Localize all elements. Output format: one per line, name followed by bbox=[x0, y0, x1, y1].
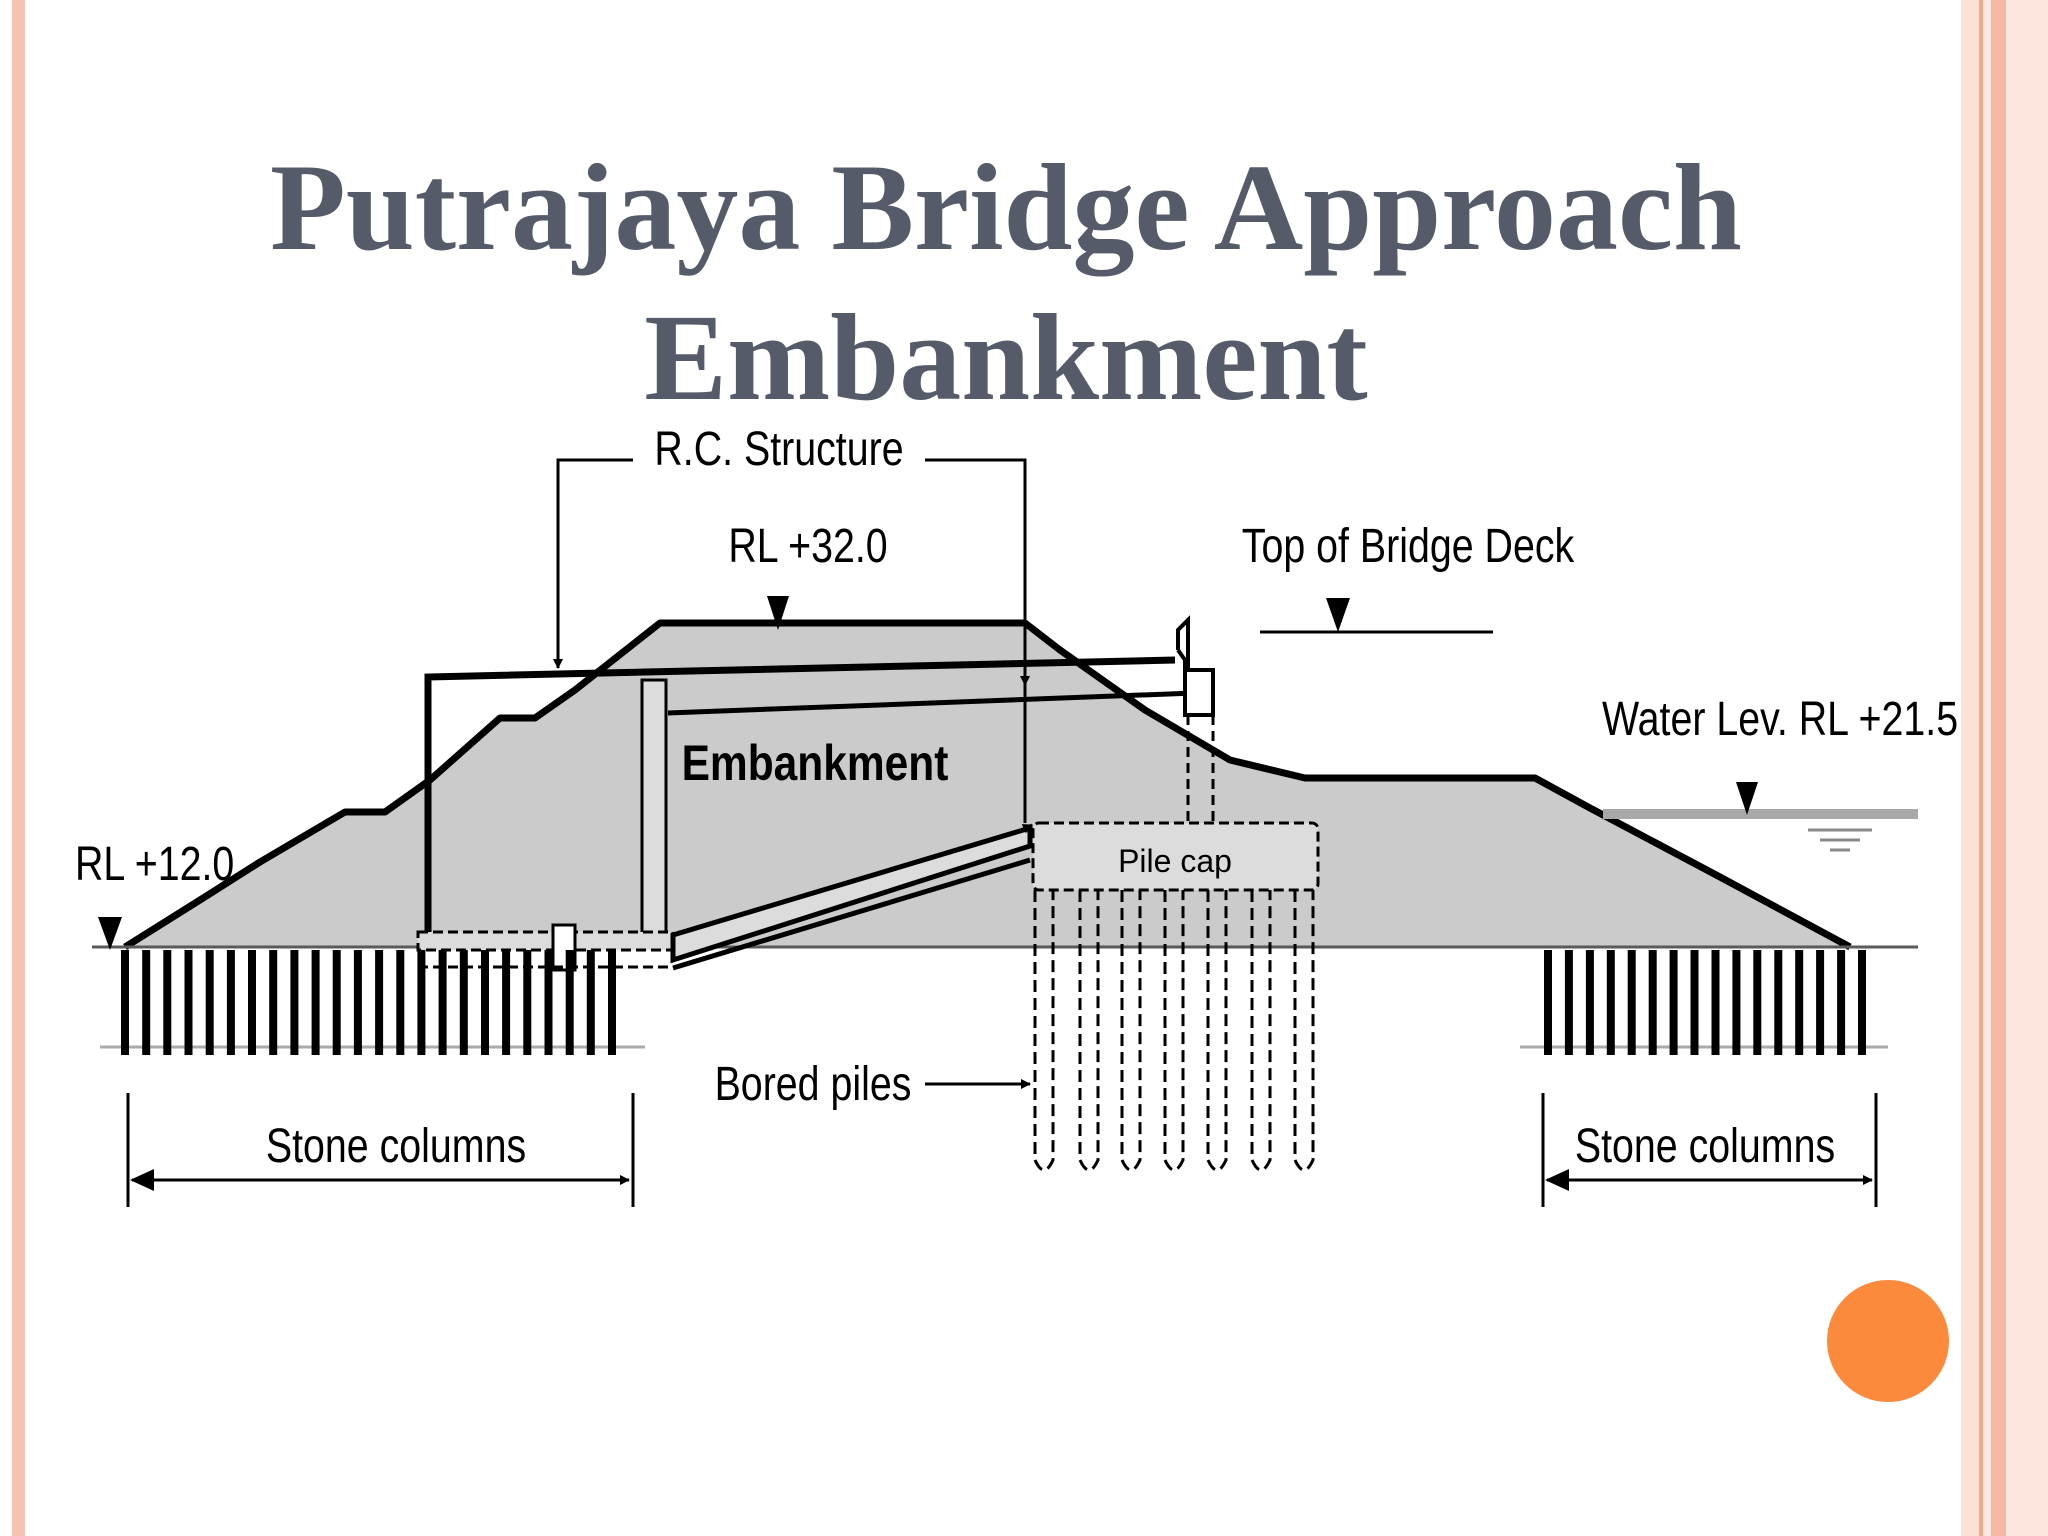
stone-column bbox=[163, 950, 172, 1055]
bridge-deck-marker bbox=[1326, 598, 1350, 632]
stone-column bbox=[332, 950, 341, 1055]
stone-column bbox=[1627, 950, 1636, 1055]
stone-column bbox=[502, 950, 511, 1055]
rc-structure-inner-line bbox=[667, 690, 1196, 716]
stone-column bbox=[523, 950, 532, 1055]
stone-column bbox=[586, 950, 595, 1055]
rc-structure-base bbox=[416, 930, 675, 952]
stone-column bbox=[375, 950, 384, 1055]
stone-columns-left-label: Stone columns bbox=[266, 1119, 526, 1173]
stone-column bbox=[1795, 950, 1804, 1055]
stone-column bbox=[1669, 950, 1678, 1055]
stone-column bbox=[1711, 950, 1720, 1055]
stone-column bbox=[1544, 950, 1552, 1055]
stone-columns-right-group bbox=[1544, 950, 1866, 1055]
rl-top-marker bbox=[767, 596, 789, 630]
stone-column bbox=[1858, 950, 1866, 1055]
stone-column bbox=[205, 950, 214, 1055]
bridge-deck-label: Top of Bridge Deck bbox=[1242, 519, 1574, 573]
stone-column bbox=[353, 950, 362, 1055]
bored-pile bbox=[1206, 890, 1228, 1172]
embankment-label: Embankment bbox=[682, 735, 949, 791]
approach-slab-lower-line bbox=[672, 857, 1031, 971]
bored-piles-group bbox=[1033, 890, 1315, 1172]
stone-column bbox=[608, 950, 616, 1055]
stone-column bbox=[481, 950, 489, 1055]
bored-pile bbox=[1250, 890, 1272, 1172]
stone-column bbox=[269, 950, 278, 1055]
stone-column bbox=[184, 950, 193, 1055]
rl-top-label: RL +32.0 bbox=[728, 519, 887, 573]
rc-structure-leader-left bbox=[553, 458, 633, 669]
pile-cap-label: Pile cap bbox=[1118, 843, 1232, 879]
stone-column bbox=[142, 950, 151, 1055]
stone-column bbox=[121, 950, 129, 1055]
slide-border-right bbox=[1961, 0, 1979, 1536]
stone-column bbox=[290, 950, 299, 1055]
stone-column bbox=[1837, 950, 1846, 1055]
approach-slab bbox=[670, 824, 1033, 964]
bored-pile bbox=[1163, 890, 1185, 1172]
stone-columns-right-arrow bbox=[1545, 1169, 1569, 1191]
stone-column bbox=[1690, 950, 1699, 1055]
rc-structure-top-slab bbox=[424, 656, 1176, 932]
slide-border-right-stripe bbox=[1991, 0, 2006, 1536]
stone-column bbox=[311, 950, 320, 1055]
stone-column bbox=[417, 950, 426, 1055]
accent-dot bbox=[1827, 1280, 1949, 1402]
water-level-marker bbox=[1736, 782, 1758, 815]
stone-column bbox=[565, 950, 574, 1055]
slide-title: Putrajaya Bridge Approach Embankment bbox=[0, 133, 2012, 433]
stone-columns-left-group bbox=[121, 950, 616, 1055]
stone-column bbox=[226, 950, 235, 1055]
pile-cap bbox=[1031, 821, 1320, 892]
slide-title-line-1: Putrajaya Bridge Approach bbox=[270, 139, 1742, 277]
bored-pile bbox=[1033, 890, 1055, 1172]
bored-pile bbox=[1293, 890, 1315, 1172]
slide-title-line-2: Embankment bbox=[644, 289, 1368, 427]
rl-left-label: RL +12.0 bbox=[75, 837, 234, 891]
bored-piles-label: Bored piles bbox=[715, 1057, 912, 1111]
stone-column bbox=[1753, 950, 1762, 1055]
stone-column bbox=[438, 950, 447, 1055]
stone-column bbox=[459, 950, 468, 1055]
embankment-fill bbox=[125, 623, 1850, 947]
embankment-outline bbox=[123, 619, 1852, 951]
stone-column bbox=[1732, 950, 1741, 1055]
abutment-wall bbox=[1176, 615, 1215, 717]
rc-structure-leader-right bbox=[925, 458, 1030, 686]
rc-structure-column bbox=[640, 678, 668, 937]
stone-column bbox=[248, 950, 256, 1055]
stone-column bbox=[1564, 950, 1573, 1055]
stone-column bbox=[1816, 950, 1825, 1055]
slide-border-right-line bbox=[1979, 0, 1983, 1536]
water-level-label: Water Lev. RL +21.5 bbox=[1602, 692, 1958, 746]
stone-columns-right-label: Stone columns bbox=[1575, 1119, 1835, 1173]
pile-cap-arrow bbox=[1009, 823, 1033, 837]
stone-column bbox=[1606, 950, 1615, 1055]
stone-column bbox=[1585, 950, 1594, 1055]
bored-pile bbox=[1078, 890, 1100, 1172]
stone-column bbox=[1774, 950, 1783, 1055]
slide-border-right-edge bbox=[2006, 0, 2048, 1536]
stone-column bbox=[544, 950, 553, 1055]
slide-border-right-band bbox=[1983, 0, 1991, 1536]
stone-columns-left-arrow bbox=[130, 1169, 154, 1191]
rc-structure-label: R.C. Structure bbox=[654, 422, 903, 476]
slide-border-left bbox=[12, 0, 25, 1536]
bored-pile bbox=[1120, 890, 1142, 1172]
rl-left-marker bbox=[98, 917, 122, 950]
stone-column bbox=[396, 950, 405, 1055]
stone-column bbox=[1648, 950, 1657, 1055]
